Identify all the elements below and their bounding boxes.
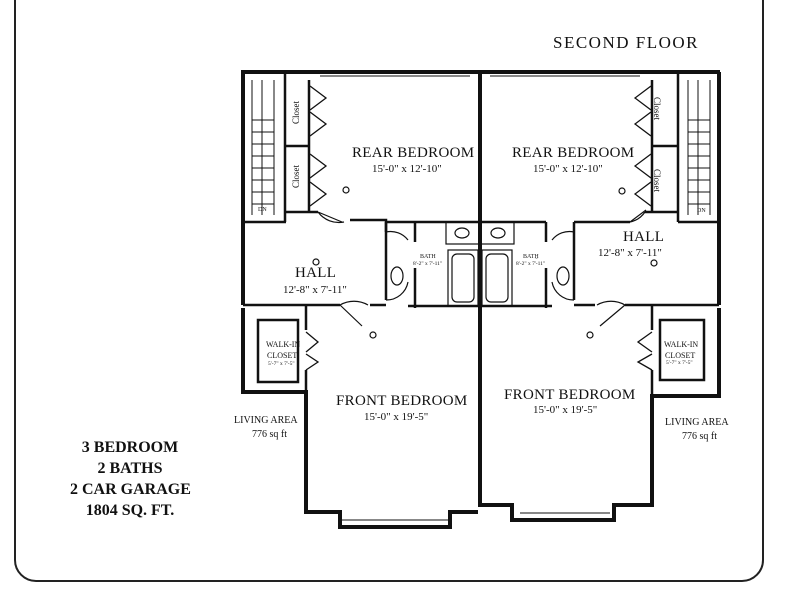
bath-right-label: BATH̱ bbox=[523, 254, 539, 260]
living-area-left-value: 776 sq ft bbox=[252, 429, 287, 440]
bath-left-label: BATH bbox=[420, 254, 436, 260]
closet-label: Closet bbox=[652, 168, 663, 193]
closet-label: Closet bbox=[291, 164, 302, 189]
rear-bedroom-left-label: REAR BEDROOM bbox=[352, 145, 475, 161]
walkin-left-label-2: CLOSET bbox=[267, 351, 298, 360]
living-area-right-label: LIVING AREA bbox=[665, 417, 729, 428]
summary-garage: 2 CAR GARAGE bbox=[70, 481, 191, 499]
summary-area: 1804 SQ. FT. bbox=[85, 502, 175, 520]
closet-doors bbox=[305, 85, 653, 371]
hall-right-label: HALL bbox=[623, 229, 665, 245]
plan-summary: 3 BEDROOM 2 BATHS 2 CAR GARAGE 1804 SQ. … bbox=[70, 437, 191, 521]
floor-title: SECOND FLOOR bbox=[553, 33, 699, 52]
summary-baths: 2 BATHS bbox=[97, 460, 163, 478]
summary-bedrooms: 3 BEDROOM bbox=[81, 439, 179, 456]
walkin-right-dims: 5'-7" x 7'-5" bbox=[666, 360, 693, 366]
stairs bbox=[251, 80, 711, 215]
rear-bedroom-right-label: REAR BEDROOM bbox=[512, 145, 635, 161]
stair-dn-right: DN bbox=[697, 208, 706, 214]
hall-left-label: HALL bbox=[295, 265, 337, 281]
bath-left-dims: 8'-2" x 7'-11" bbox=[413, 261, 443, 267]
rear-bedroom-right-dims: 15'-0" x 12'-10" bbox=[533, 163, 603, 175]
front-bedroom-right-label: FRONT BEDROOM bbox=[504, 387, 636, 403]
stair-dn-left: DN bbox=[258, 207, 267, 213]
page-border bbox=[14, 0, 764, 582]
walkin-right-label-1: WALK-IN bbox=[664, 340, 699, 349]
exterior-walls bbox=[241, 70, 721, 529]
front-bedroom-right-dims: 15'-0" x 19'-5" bbox=[533, 404, 598, 416]
front-bedroom-left-dims: 15'-0" x 19'-5" bbox=[364, 411, 429, 423]
door-swings bbox=[317, 209, 647, 327]
hall-left-dims: 12'-8" x 7'-11" bbox=[283, 284, 347, 296]
walkin-right-label-2: CLOSET bbox=[665, 351, 696, 360]
closet-label: Closet bbox=[291, 100, 302, 125]
bath-fixtures bbox=[390, 221, 570, 307]
hall-right-dims: 12'-8" x 7'-11" bbox=[598, 247, 662, 259]
living-area-right-value: 776 sq ft bbox=[682, 431, 717, 442]
living-area-left-label: LIVING AREA bbox=[234, 415, 298, 426]
walkin-left-label-1: WALK-IN bbox=[266, 340, 301, 349]
bath-right-dims: 8'-2" x 7'-11" bbox=[516, 261, 546, 267]
walkin-left-dims: 5'-7" x 7'-5" bbox=[268, 361, 295, 367]
windows bbox=[320, 75, 640, 521]
ceiling-fixtures bbox=[312, 186, 658, 339]
rear-bedroom-left-dims: 15'-0" x 12'-10" bbox=[372, 163, 442, 175]
closet-label: Closet bbox=[652, 96, 663, 121]
front-bedroom-left-label: FRONT BEDROOM bbox=[336, 393, 468, 409]
